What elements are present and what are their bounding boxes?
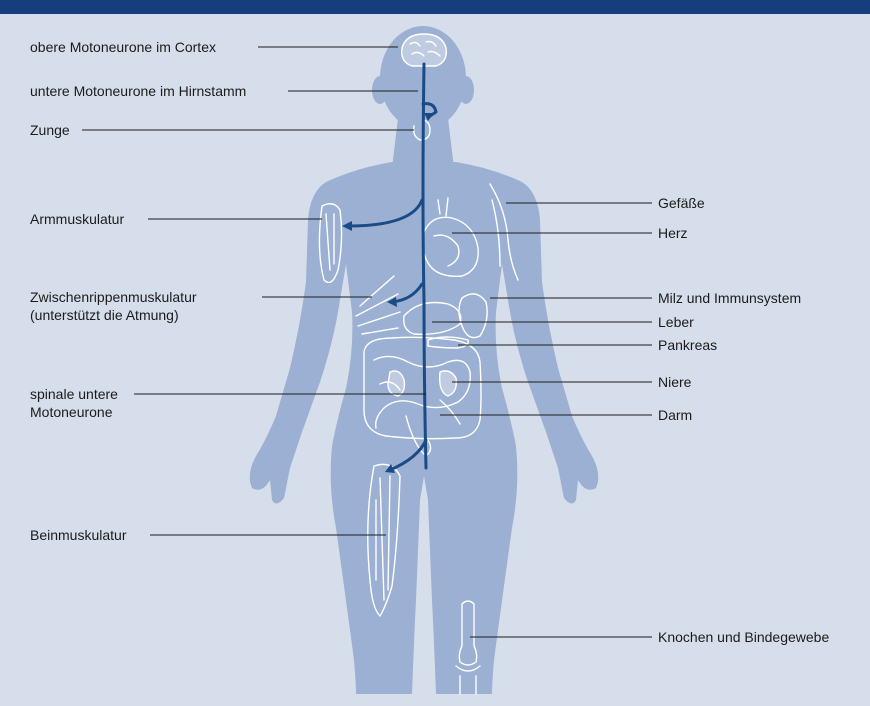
diagram-frame: obere Motoneurone im Cortex untere Moton… (0, 14, 870, 706)
label-heart: Herz (658, 224, 688, 242)
label-intercostal-muscles: Zwischenrippenmuskulatur (unterstützt di… (30, 288, 197, 324)
label-tongue: Zunge (30, 121, 70, 139)
label-intestine: Darm (658, 406, 692, 424)
label-vessels: Gefäße (658, 194, 705, 212)
label-kidney: Niere (658, 373, 691, 391)
label-arm-muscles: Armmuskulatur (30, 210, 124, 228)
body-illustration (0, 14, 870, 706)
label-liver: Leber (658, 313, 694, 331)
label-spleen-immune: Milz und Immunsystem (658, 289, 801, 307)
top-accent-bar (0, 0, 870, 14)
label-bones-connective: Knochen und Bindegewebe (658, 628, 829, 646)
brain-icon (402, 34, 447, 66)
label-lower-motor-neurons-brainstem: untere Motoneurone im Hirnstamm (30, 82, 246, 100)
label-leg-muscles: Beinmuskulatur (30, 526, 127, 544)
label-upper-motor-neurons: obere Motoneurone im Cortex (30, 38, 216, 56)
label-spinal-lower-motor-neurons: spinale untere Motoneurone (30, 385, 118, 421)
label-pancreas: Pankreas (658, 336, 717, 354)
